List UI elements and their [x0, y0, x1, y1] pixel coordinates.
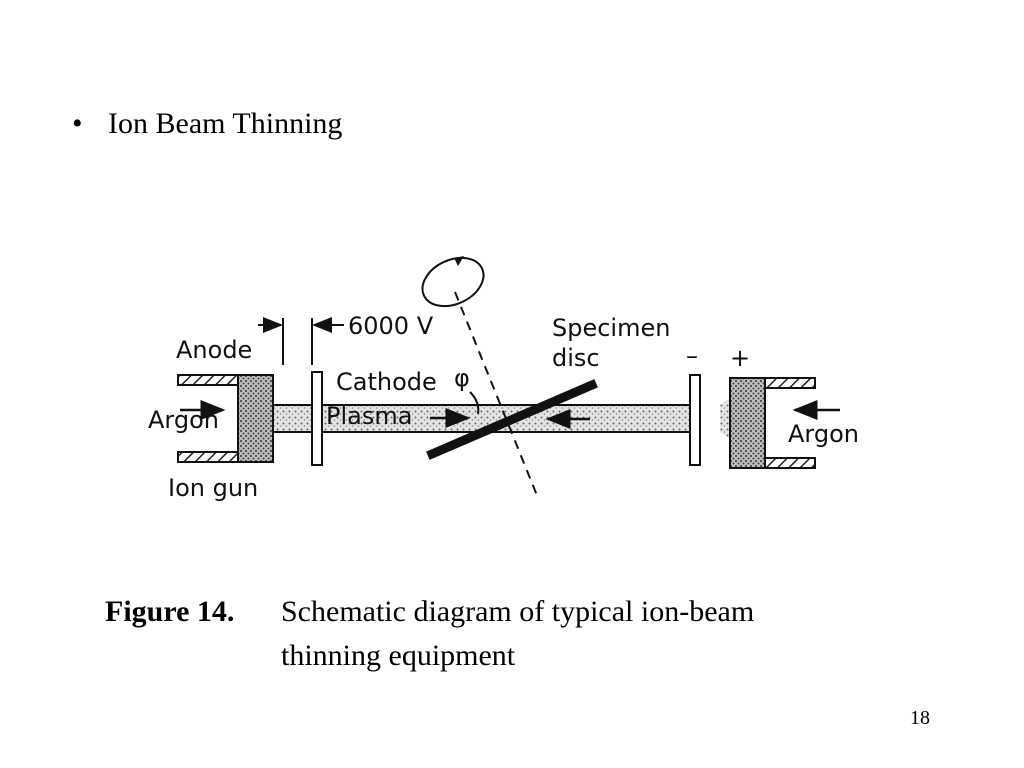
- bullet-marker: •: [72, 107, 83, 140]
- left-ion-gun: [177, 374, 274, 463]
- label-plasma: Plasma: [326, 402, 412, 430]
- caption-text-1: Schematic diagram of typical ion-beam: [281, 595, 755, 628]
- right-electrode: [689, 374, 701, 466]
- bullet-item: • Ion Beam Thinning: [72, 104, 342, 144]
- cathode-electrode: [311, 371, 323, 466]
- label-phi: φ: [454, 364, 470, 392]
- ion-beam-thinning-diagram: Anode 6000 V Cathode Plasma Argon Ion gu…: [148, 256, 859, 502]
- label-anode: Anode: [176, 336, 252, 364]
- specimen-disc: [426, 379, 598, 460]
- anode-dimension: [258, 317, 344, 365]
- rotation-axis: [454, 291, 539, 499]
- caption-text-2: thinning equipment: [281, 639, 516, 672]
- tilt-angle-arc: [469, 391, 480, 415]
- rotation-indicator-icon: [421, 256, 485, 308]
- figure-caption: Figure 14. Schematic diagram of typical i…: [105, 590, 754, 678]
- label-argon-right: Argon: [788, 420, 859, 448]
- label-plus: +: [730, 344, 750, 372]
- caption-label: Figure 14.: [105, 595, 235, 628]
- label-disc: disc: [552, 344, 600, 372]
- bullet-text: Ion Beam Thinning: [108, 107, 343, 140]
- label-minus: –: [686, 342, 698, 370]
- label-specimen: Specimen: [552, 314, 670, 342]
- label-voltage: 6000 V: [348, 312, 434, 340]
- label-cathode: Cathode: [336, 368, 437, 396]
- label-argon-left: Argon: [148, 406, 219, 434]
- label-ion-gun: Ion gun: [168, 474, 258, 502]
- page-number: 18: [910, 707, 930, 729]
- right-ion-gun: [729, 377, 816, 469]
- caption-line-1: Figure 14. Schematic diagram of typical i…: [105, 590, 754, 634]
